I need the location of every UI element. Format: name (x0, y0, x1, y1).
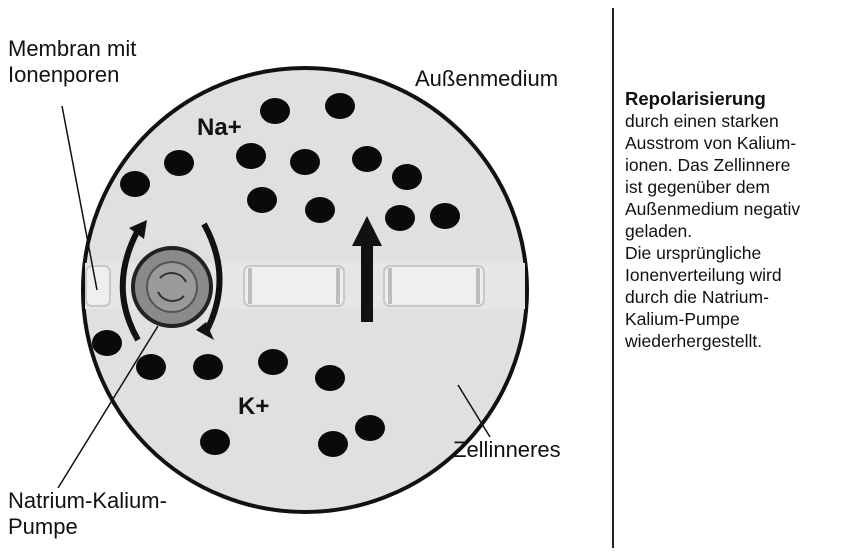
explanation-line: Ionenverteilung wird (625, 264, 860, 286)
ion (325, 93, 355, 119)
ion (200, 429, 230, 455)
ion (355, 415, 385, 441)
ion (136, 354, 166, 380)
ion (120, 171, 150, 197)
ion (385, 205, 415, 231)
vertical-divider (612, 8, 614, 548)
ion (164, 150, 194, 176)
ion (236, 143, 266, 169)
membrane-leader-line (62, 106, 97, 290)
ion (318, 431, 348, 457)
explanation-line: ist gegenüber dem (625, 176, 860, 198)
ion (352, 146, 382, 172)
explanation-line: Kalium-Pumpe (625, 308, 860, 330)
explanation-line: wiederhergestellt. (625, 330, 860, 352)
ion (247, 187, 277, 213)
ion (290, 149, 320, 175)
sodium-potassium-pump (133, 248, 211, 326)
explanation-line: Die ursprüngliche (625, 242, 860, 264)
ion (258, 349, 288, 375)
ion-channel-right (384, 266, 484, 306)
ion-channel-middle (244, 266, 344, 306)
explanation-line: geladen. (625, 220, 860, 242)
pump-label: Natrium-Kalium- Pumpe (8, 488, 167, 541)
ion (392, 164, 422, 190)
sodium-label: Na+ (197, 114, 242, 143)
ion (193, 354, 223, 380)
explanation-line: Außenmedium negativ (625, 198, 860, 220)
cell-interior-label: Zellinneres (453, 437, 561, 463)
ion (260, 98, 290, 124)
potassium-label: K+ (238, 393, 269, 422)
ion (305, 197, 335, 223)
explanation-text: Repolarisierung durch einen starken Auss… (625, 88, 860, 352)
explanation-line: durch die Natrium- (625, 286, 860, 308)
explanation-title: Repolarisierung (625, 88, 860, 110)
membrane-label: Membran mit Ionenporen (8, 36, 136, 89)
ion (92, 330, 122, 356)
explanation-line: Ausstrom von Kalium- (625, 132, 860, 154)
ion-channel-left (86, 266, 110, 306)
outside-medium-label: Außenmedium (415, 66, 558, 92)
ion (315, 365, 345, 391)
ion (430, 203, 460, 229)
explanation-line: durch einen starken (625, 110, 860, 132)
explanation-line: ionen. Das Zellinnere (625, 154, 860, 176)
